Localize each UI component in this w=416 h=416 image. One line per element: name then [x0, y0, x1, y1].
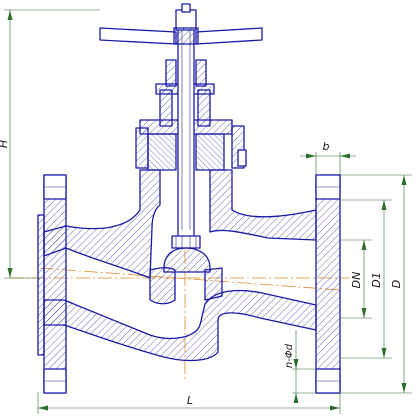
- dimension-label-bolt-holes: n-Φd: [284, 343, 295, 368]
- bonnet-bolt-nut: [237, 149, 247, 167]
- valve-disc: [163, 247, 211, 273]
- packing-right: [195, 133, 225, 171]
- yoke-left: [165, 59, 177, 87]
- body-right-upper-wall: [209, 169, 317, 241]
- valve-stem: [177, 19, 195, 241]
- dimension-label-flange-thickness: b: [323, 140, 330, 153]
- handwheel-hub: [173, 27, 199, 45]
- dimension-label-length: L: [187, 394, 193, 407]
- body-upper-wall: [43, 169, 161, 279]
- dimension-length: L: [37, 392, 341, 414]
- handwheel: [99, 3, 263, 45]
- right-flange-body: [315, 174, 341, 394]
- body-lower-wall: [43, 289, 317, 362]
- left-flange-body: [43, 174, 67, 394]
- seat-boss: [149, 267, 176, 305]
- packing-left: [147, 133, 177, 171]
- right-flange: [315, 174, 341, 394]
- dimension-label-nominal-diameter: DN: [350, 272, 363, 289]
- bonnet-left-wall: [135, 127, 149, 169]
- left-flange-face: [37, 214, 45, 356]
- stem-assembly: [163, 19, 211, 273]
- gland-right: [197, 89, 211, 127]
- dimension-height: H: [0, 9, 100, 279]
- yoke-right: [195, 59, 207, 87]
- gland-left: [159, 89, 173, 127]
- dimension-label-height: H: [0, 140, 10, 148]
- flow-axis-centerline: [39, 267, 341, 291]
- stem-top: [181, 3, 191, 13]
- dimension-diameters: DN D1 D: [340, 174, 412, 394]
- dimension-label-bolt-circle-diameter: D1: [370, 272, 383, 287]
- dimension-bolt-holes: n-Φd: [284, 330, 316, 403]
- left-flange: [37, 174, 67, 394]
- seat-right: [204, 267, 223, 301]
- dimension-label-flange-diameter: D: [390, 280, 403, 288]
- handwheel-nut: [175, 9, 197, 31]
- dimension-flange-thickness: b: [300, 140, 356, 175]
- valve-body: [43, 169, 317, 362]
